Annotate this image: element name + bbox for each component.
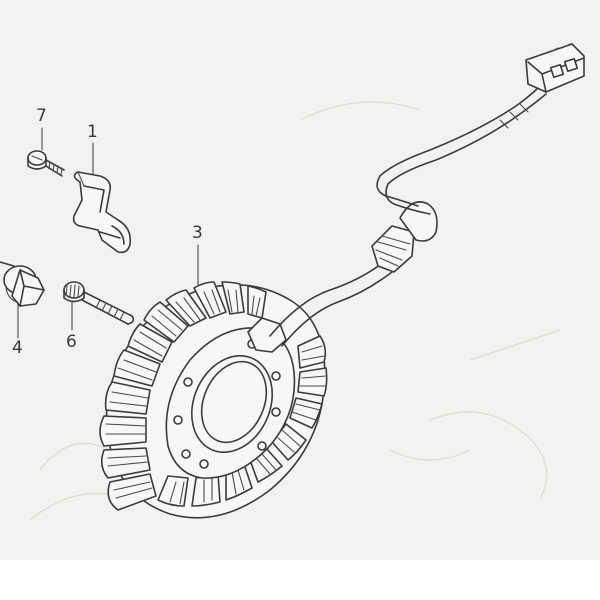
wiring-harness [269,43,585,347]
callout-3: 3 [192,223,203,243]
exploded-view-drawing [0,43,585,521]
grommet [371,225,415,273]
wire-exit-bracket [247,317,287,353]
leader-lines [17,127,199,339]
callout-1: 1 [87,122,98,142]
clamp-part [72,171,132,254]
long-bolt-part [63,281,135,325]
coil-winding-lines [105,289,327,505]
bottom-blank-margin [0,560,600,600]
flange-bolt-part [0,261,45,307]
stator-inner-plate [165,327,296,479]
parts-diagram: 7 1 3 4 6 [0,0,600,560]
wire-sleeve [399,201,438,242]
wire-connector [525,43,585,93]
callout-6: 7 [36,106,47,126]
callout-7: 6 [66,332,77,352]
callout-4: 4 [12,338,23,358]
stator-part [99,281,328,519]
small-screw-part [27,150,65,177]
